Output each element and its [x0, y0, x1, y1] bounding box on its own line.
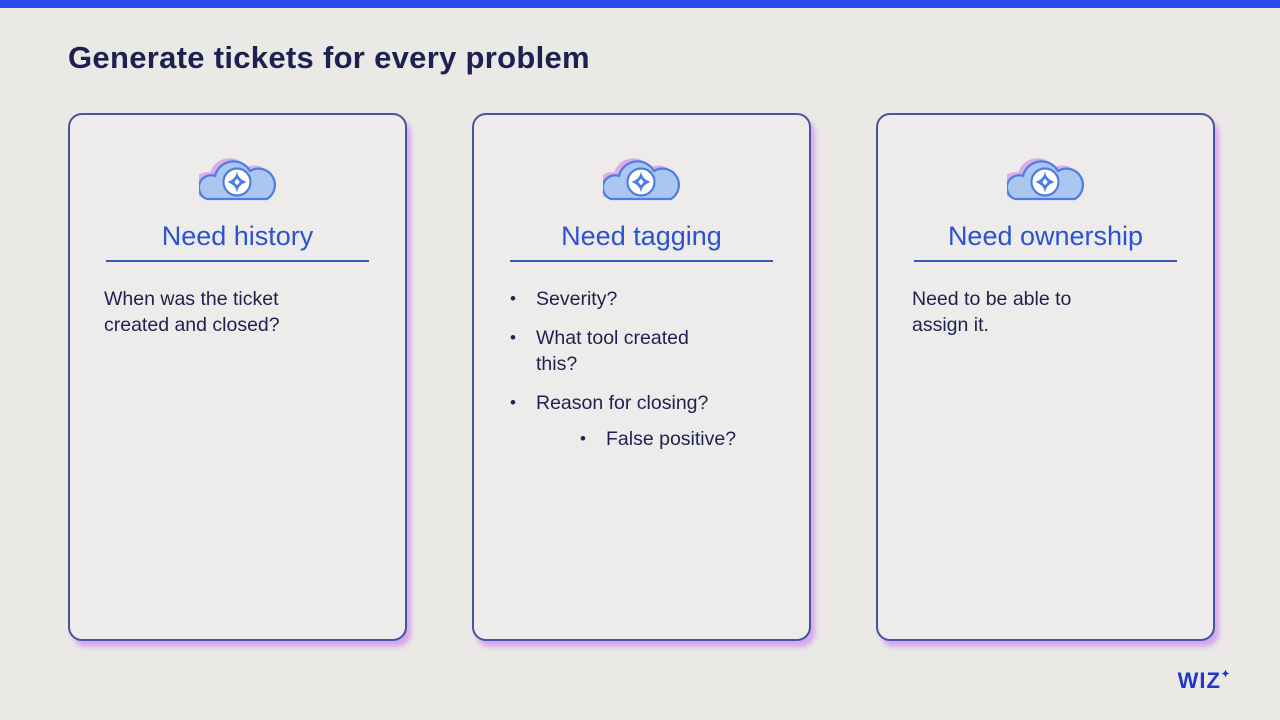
sub-bullet-item: • False positive? [580, 426, 769, 452]
cloud-sparkle-icon [1006, 158, 1084, 201]
heading-underline [106, 260, 369, 262]
heading-underline [914, 260, 1177, 262]
bullet-text: Reason for closing? [536, 392, 709, 414]
info-card: Need tagging • Severity? • What tool create… [472, 113, 811, 641]
card-body: • Severity? • What tool created this? • Reaso… [474, 286, 809, 465]
bullet-text: What tool created this? [536, 327, 689, 375]
card-body: When was the ticket created and closed? [70, 286, 405, 338]
bullet-dot-icon: • [580, 429, 586, 448]
card-body: Need to be able to assign it. [878, 286, 1213, 338]
heading-underline [510, 260, 773, 262]
bullet-item: • Severity? [510, 286, 769, 312]
top-accent-bar [0, 0, 1280, 8]
card-heading: Need ownership [947, 221, 1144, 251]
info-card: Need history When was the ticket created… [68, 113, 407, 641]
bullet-dot-icon: • [510, 328, 516, 347]
bullet-text: Severity? [536, 288, 618, 310]
info-card: Need ownership Need to be able to assign… [876, 113, 1215, 641]
bullet-dot-icon: • [510, 393, 516, 412]
bullet-dot-icon: • [510, 289, 516, 308]
card-heading: Need history [161, 221, 314, 251]
sparkle-star-icon [1221, 669, 1230, 678]
bullet-text: False positive? [606, 428, 737, 450]
bullet-list: • Severity? • What tool created this? • Reaso… [474, 286, 809, 452]
bullet-item: • Reason for closing? [510, 390, 769, 416]
card-heading: Need tagging [561, 221, 722, 251]
card-paragraph: When was the ticket created and closed? [104, 288, 280, 336]
cloud-sparkle-icon [198, 158, 276, 201]
cards-row: Need history When was the ticket created… [68, 113, 1215, 641]
wiz-logo-text: WIZ [1177, 668, 1221, 693]
wiz-logo: WIZ [1178, 668, 1230, 694]
page-title: Generate tickets for every problem [68, 40, 590, 75]
cloud-sparkle-icon [602, 158, 680, 201]
bullet-item: • What tool created this? [510, 325, 769, 377]
card-paragraph: Need to be able to assign it. [912, 288, 1072, 336]
